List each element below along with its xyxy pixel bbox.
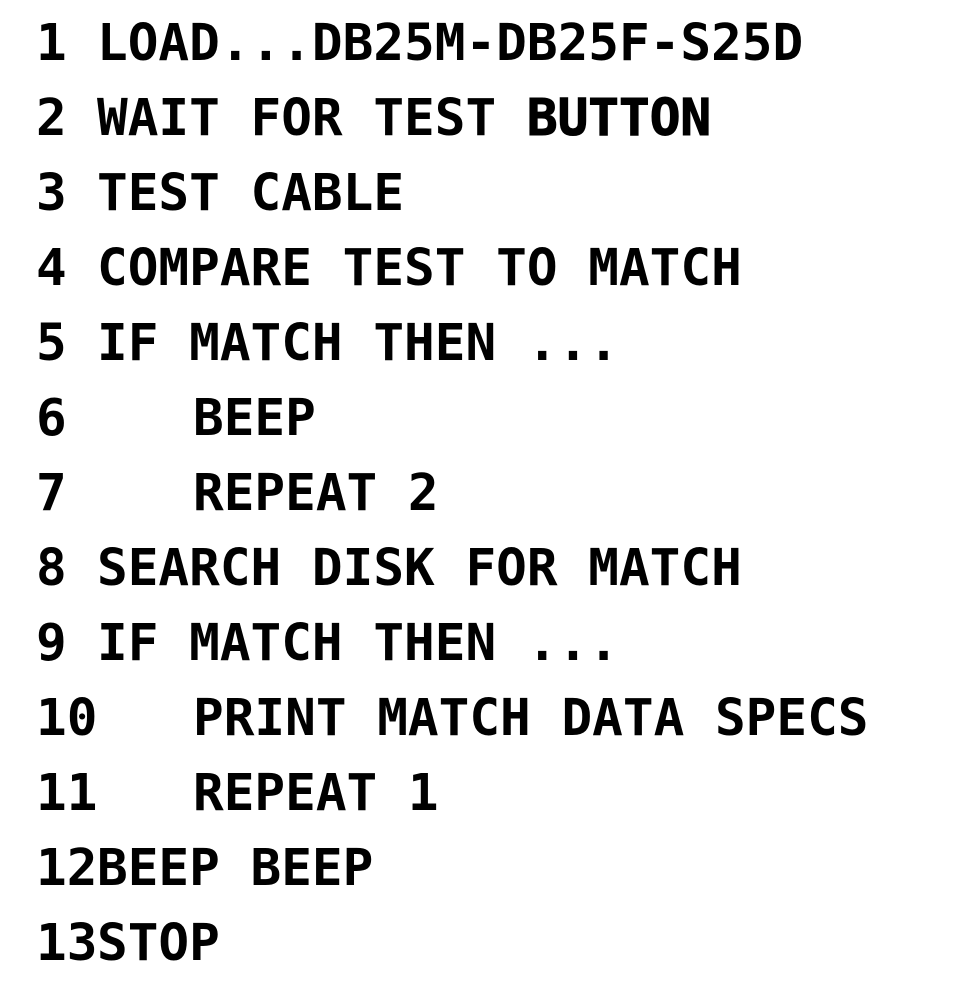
line-text: BEEP BEEP — [97, 839, 374, 898]
code-line[interactable]: 6 BEEP — [0, 381, 960, 456]
line-number: 6 — [36, 389, 67, 448]
line-text: BEEP — [193, 389, 316, 448]
line-text-prefix: WAIT FOR TEST — [97, 89, 527, 148]
line-text: STOP — [97, 914, 220, 973]
code-line[interactable]: 8 SEARCH DISK FOR MATCH — [0, 531, 960, 606]
line-number: 13 — [36, 914, 98, 973]
line-text: REPEAT 2 — [193, 464, 439, 523]
code-line[interactable]: 7 REPEAT 2 — [0, 456, 960, 531]
line-text: WAIT FOR TEST BUTTON — [97, 81, 712, 156]
line-number: 8 — [36, 539, 67, 598]
line-text: IF MATCH THEN ... — [97, 614, 619, 673]
line-number: 7 — [36, 464, 67, 523]
line-text: TEST CABLE — [97, 164, 405, 223]
line-number: 9 — [36, 614, 67, 673]
line-number: 4 — [36, 239, 67, 298]
line-text: PRINT MATCH DATA SPECS — [193, 689, 869, 748]
line-text: LOAD...DB25M-DB25F-S25D — [97, 14, 804, 73]
emphasized-word: BUTTON — [526, 88, 712, 148]
line-text: COMPARE TEST TO MATCH — [97, 239, 742, 298]
code-line[interactable]: 2 WAIT FOR TEST BUTTON — [0, 81, 960, 156]
code-line[interactable]: 1 LOAD...DB25M-DB25F-S25D — [0, 6, 960, 81]
line-number: 1 — [36, 14, 67, 73]
line-number: 2 — [36, 89, 67, 148]
code-line[interactable]: 9 IF MATCH THEN ... — [0, 606, 960, 681]
line-text: IF MATCH THEN ... — [97, 314, 619, 373]
line-number: 5 — [36, 314, 67, 373]
line-number: 11 — [36, 764, 98, 823]
line-number: 10 — [36, 689, 98, 748]
code-line[interactable]: 10 PRINT MATCH DATA SPECS — [0, 681, 960, 756]
code-line[interactable]: 5 IF MATCH THEN ... — [0, 306, 960, 381]
line-text: SEARCH DISK FOR MATCH — [97, 539, 742, 598]
code-line[interactable]: 4 COMPARE TEST TO MATCH — [0, 231, 960, 306]
line-text: REPEAT 1 — [193, 764, 439, 823]
line-number: 3 — [36, 164, 67, 223]
code-line[interactable]: 3 TEST CABLE — [0, 156, 960, 231]
code-line[interactable]: 11 REPEAT 1 — [0, 756, 960, 831]
line-number: 12 — [36, 839, 98, 898]
